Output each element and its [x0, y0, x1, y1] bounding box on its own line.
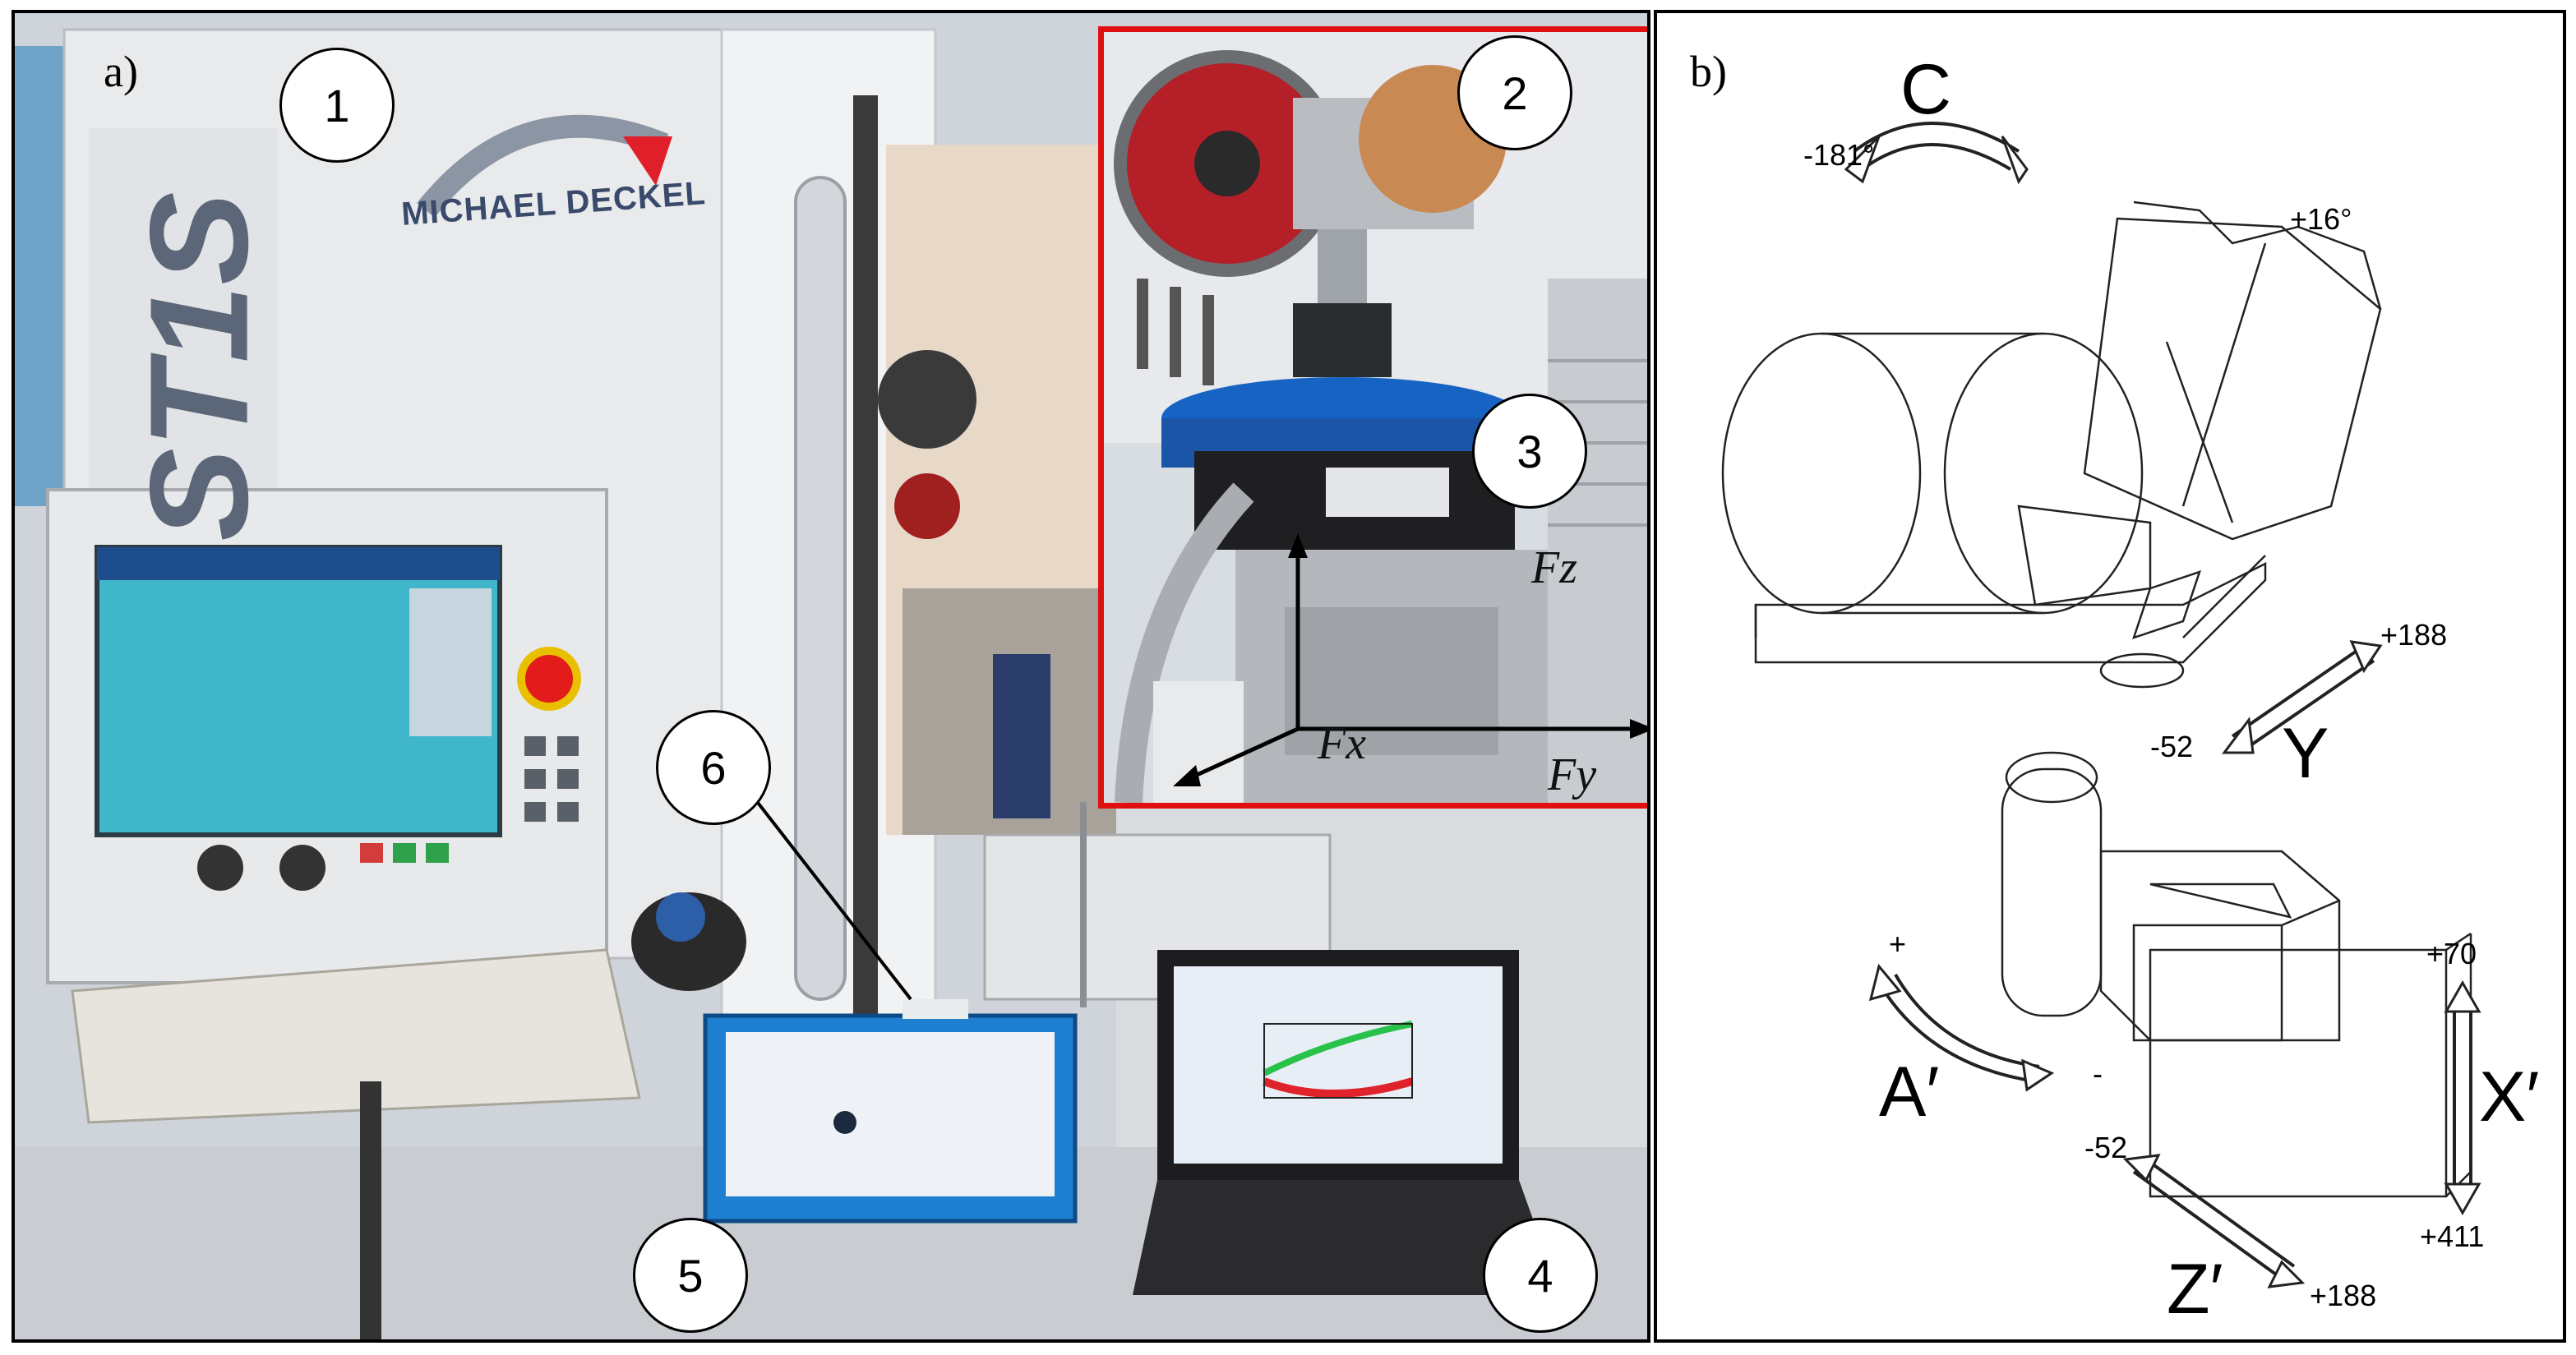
- axis-c-label: C: [1900, 50, 1952, 129]
- axis-z-max: +188: [2310, 1279, 2377, 1312]
- callout-5: 5: [633, 1218, 748, 1333]
- force-x-label: Fx: [1318, 718, 1367, 769]
- callout-6-leader-line: [736, 776, 912, 1001]
- kinematic-drawing: [1721, 122, 2481, 1288]
- callout-1: 1: [279, 48, 395, 163]
- dynamometer-inset: 2 3 Fz Fx Fy: [1098, 26, 1647, 809]
- panel-b-kinematic-diagram: b) C -181° +16° Y -52 +188 A′ + - X′ +70…: [1654, 10, 2566, 1343]
- axis-x-label: X′: [2479, 1058, 2540, 1136]
- axis-x-plus: +70: [2426, 937, 2477, 970]
- panel-a-photo: a) MICHAEL DECKEL ST1S 1 6 5 4: [12, 10, 1650, 1343]
- axis-y-label: Y: [2282, 714, 2329, 793]
- panel-b-label: b): [1690, 47, 1727, 96]
- axis-z-min: -52: [2084, 1131, 2128, 1164]
- callout-3: 3: [1472, 394, 1587, 509]
- callout-2: 2: [1457, 35, 1572, 150]
- axis-c-max: +16°: [2290, 202, 2352, 236]
- axis-x-max: +411: [2420, 1219, 2485, 1253]
- force-y-label: Fy: [1548, 749, 1597, 800]
- force-axes-arrows: [1184, 550, 1638, 782]
- axis-z-label: Z′: [2167, 1250, 2223, 1329]
- callout-6: 6: [656, 710, 771, 825]
- axis-a-label: A′: [1879, 1053, 1940, 1131]
- panel-a-label: a): [104, 47, 138, 96]
- axis-a-plus: +: [1889, 927, 1907, 961]
- axis-c-min: -181°: [1803, 138, 1875, 172]
- axis-y-max: +188: [2380, 618, 2448, 652]
- axis-y-min: -52: [2150, 730, 2194, 763]
- callout-4: 4: [1483, 1218, 1598, 1333]
- axis-a-minus: -: [2093, 1057, 2103, 1090]
- force-z-label: Fz: [1531, 542, 1577, 593]
- machine-side-lettering: ST1S: [122, 191, 279, 542]
- dynamometer-photo: [1104, 32, 1647, 803]
